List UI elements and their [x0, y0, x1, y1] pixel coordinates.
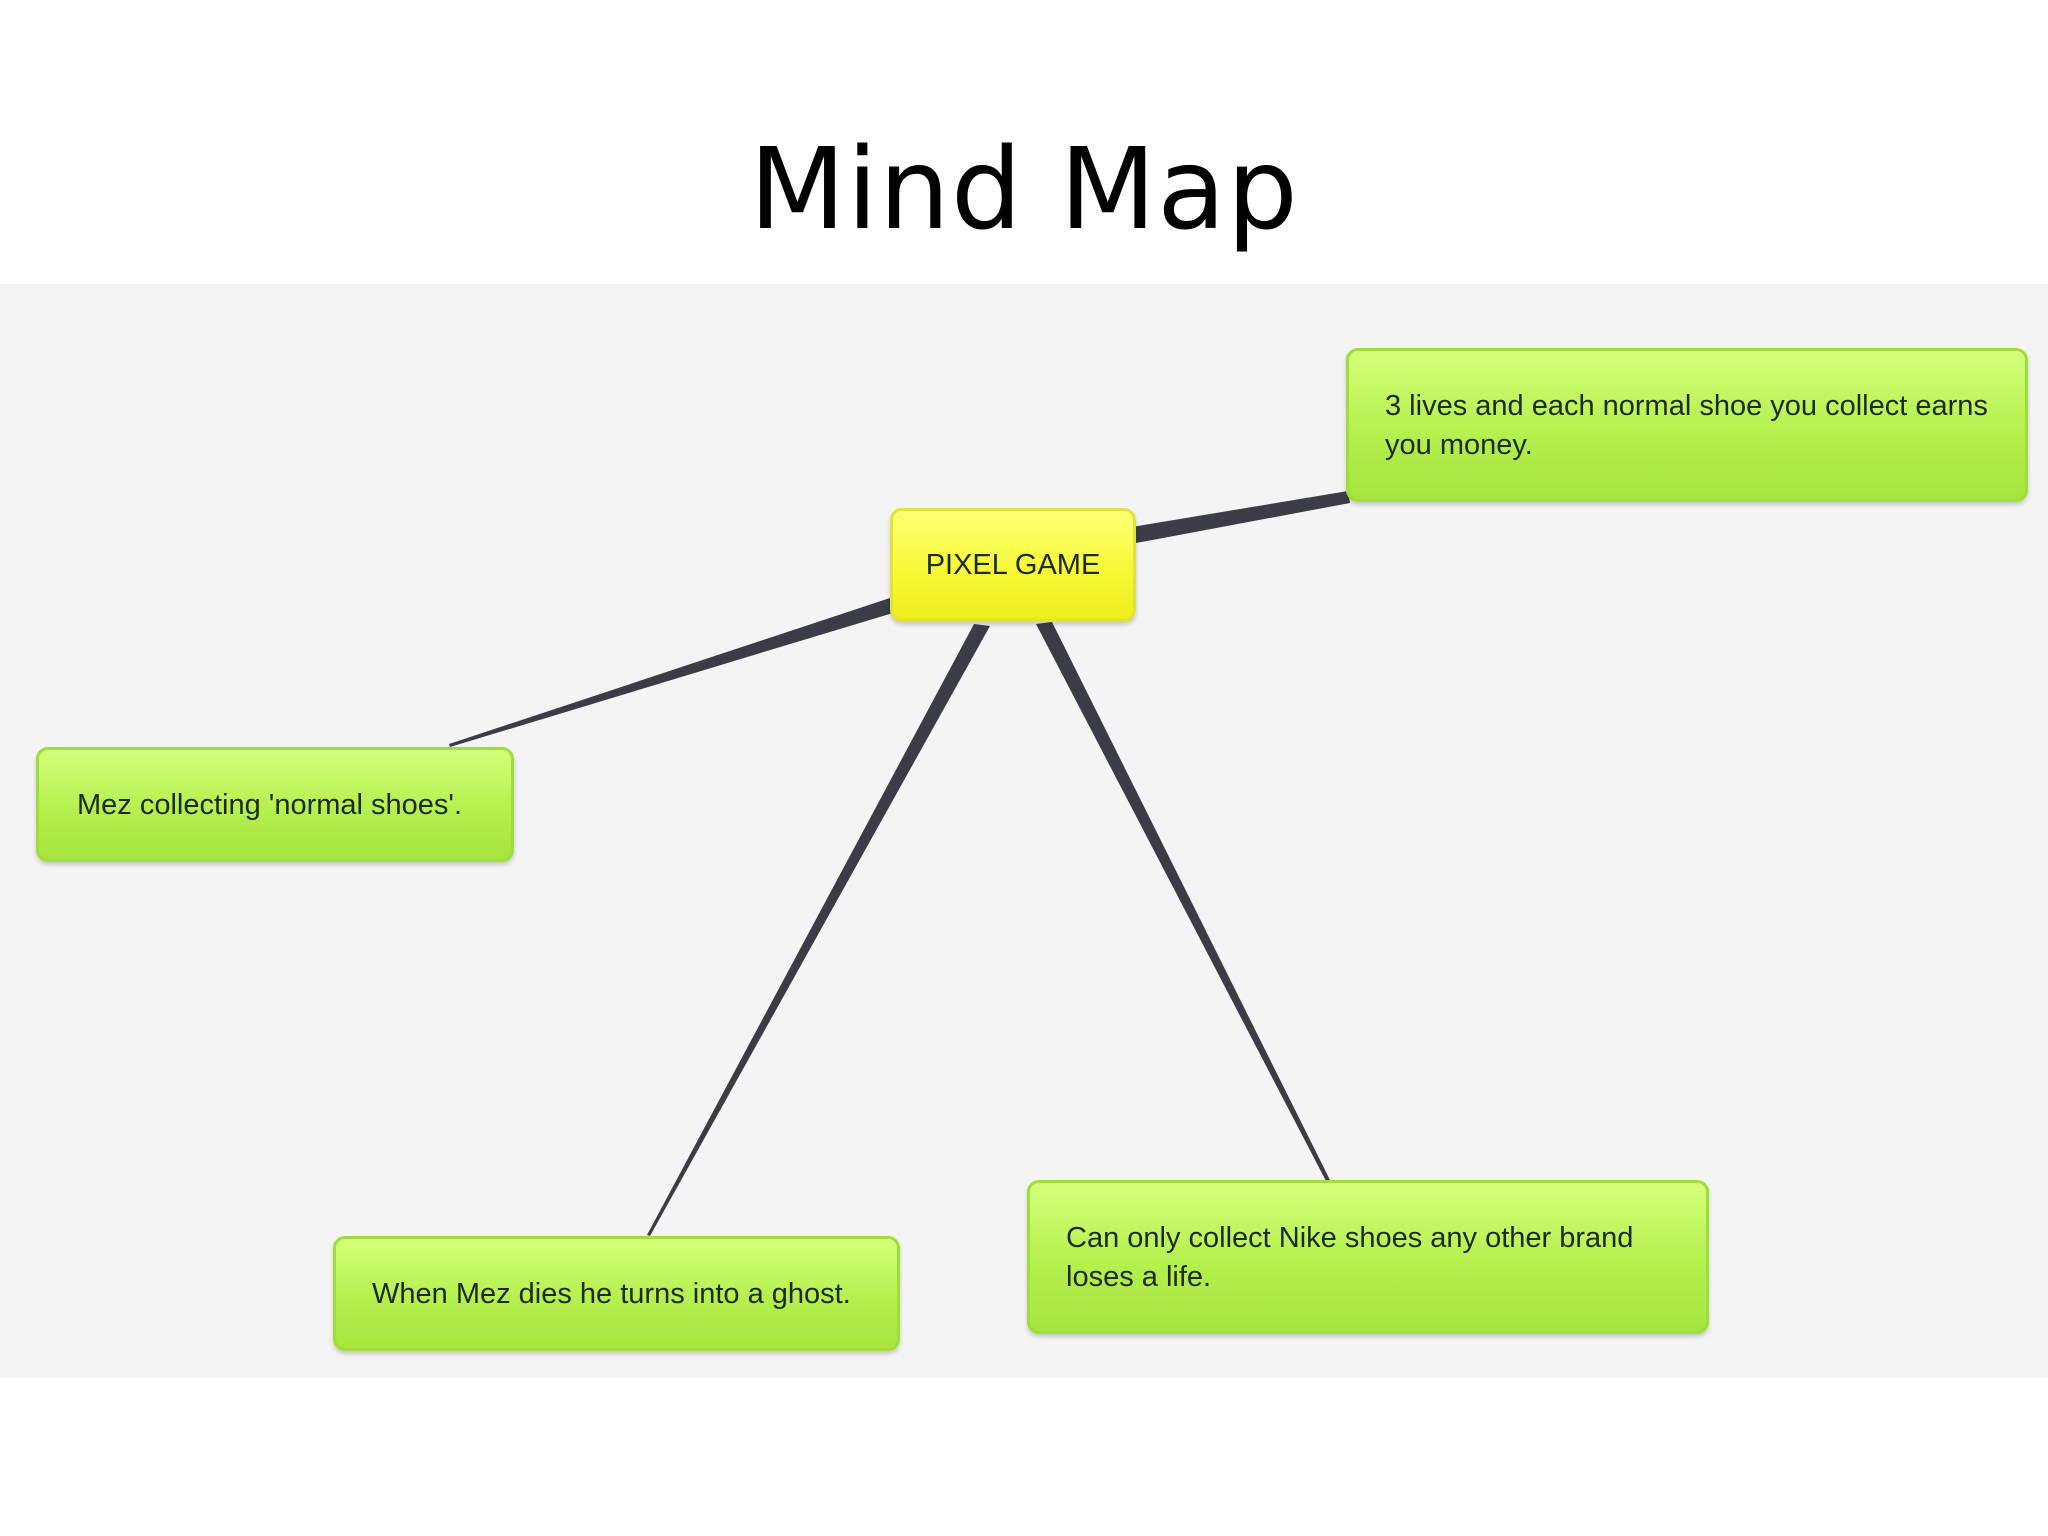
branch-node-normal-shoes[interactable]: Mez collecting 'normal shoes'.	[36, 747, 514, 862]
branch-node-lives[interactable]: 3 lives and each normal shoe you collect…	[1346, 348, 2028, 502]
branch-node-nike[interactable]: Can only collect Nike shoes any other br…	[1027, 1180, 1709, 1334]
branch-node-ghost[interactable]: When Mez dies he turns into a ghost.	[333, 1236, 900, 1351]
root-node-pixel-game[interactable]: PIXEL GAME	[890, 508, 1136, 622]
connector-to-nike	[1036, 622, 1330, 1181]
branch-node-normal-shoes-label: Mez collecting 'normal shoes'.	[77, 789, 463, 821]
branch-node-lives-label: 3 lives and each normal shoe you collect…	[1385, 390, 1988, 461]
root-node-label: PIXEL GAME	[925, 548, 1101, 581]
branch-node-nike-label: Can only collect Nike shoes any other br…	[1066, 1222, 1634, 1293]
connector-to-ghost	[647, 624, 990, 1236]
connector-to-lives	[1132, 491, 1350, 543]
branch-node-ghost-label: When Mez dies he turns into a ghost.	[372, 1278, 851, 1310]
connector-to-normal-shoes	[449, 598, 896, 747]
slide-title: Mind Map	[749, 125, 1299, 255]
